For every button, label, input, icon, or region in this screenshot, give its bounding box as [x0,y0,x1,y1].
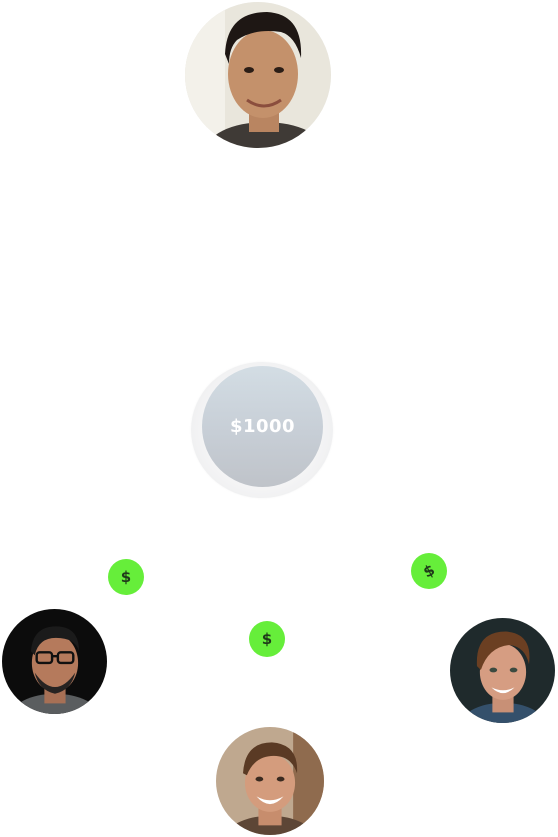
person-photo-left [2,609,107,714]
avatar-left[interactable] [0,607,109,716]
amount-label: $1000 [229,416,296,437]
avatar-right[interactable] [448,616,557,725]
avatar-bottom[interactable] [214,725,326,837]
avatar-top[interactable] [185,2,331,148]
dollar-sign: $ [261,629,273,648]
amount-circle[interactable]: $1000 [202,366,323,487]
dollar-coin-icon: $ [411,553,447,589]
dollar-sign: $ [120,567,132,586]
person-photo-bottom [216,727,324,835]
dollar-sign: $ [419,560,438,581]
dollar-coin-icon: $ [249,621,285,657]
person-photo-right [450,618,555,723]
person-photo-top [185,2,331,148]
dollar-coin-icon: $ [108,559,144,595]
